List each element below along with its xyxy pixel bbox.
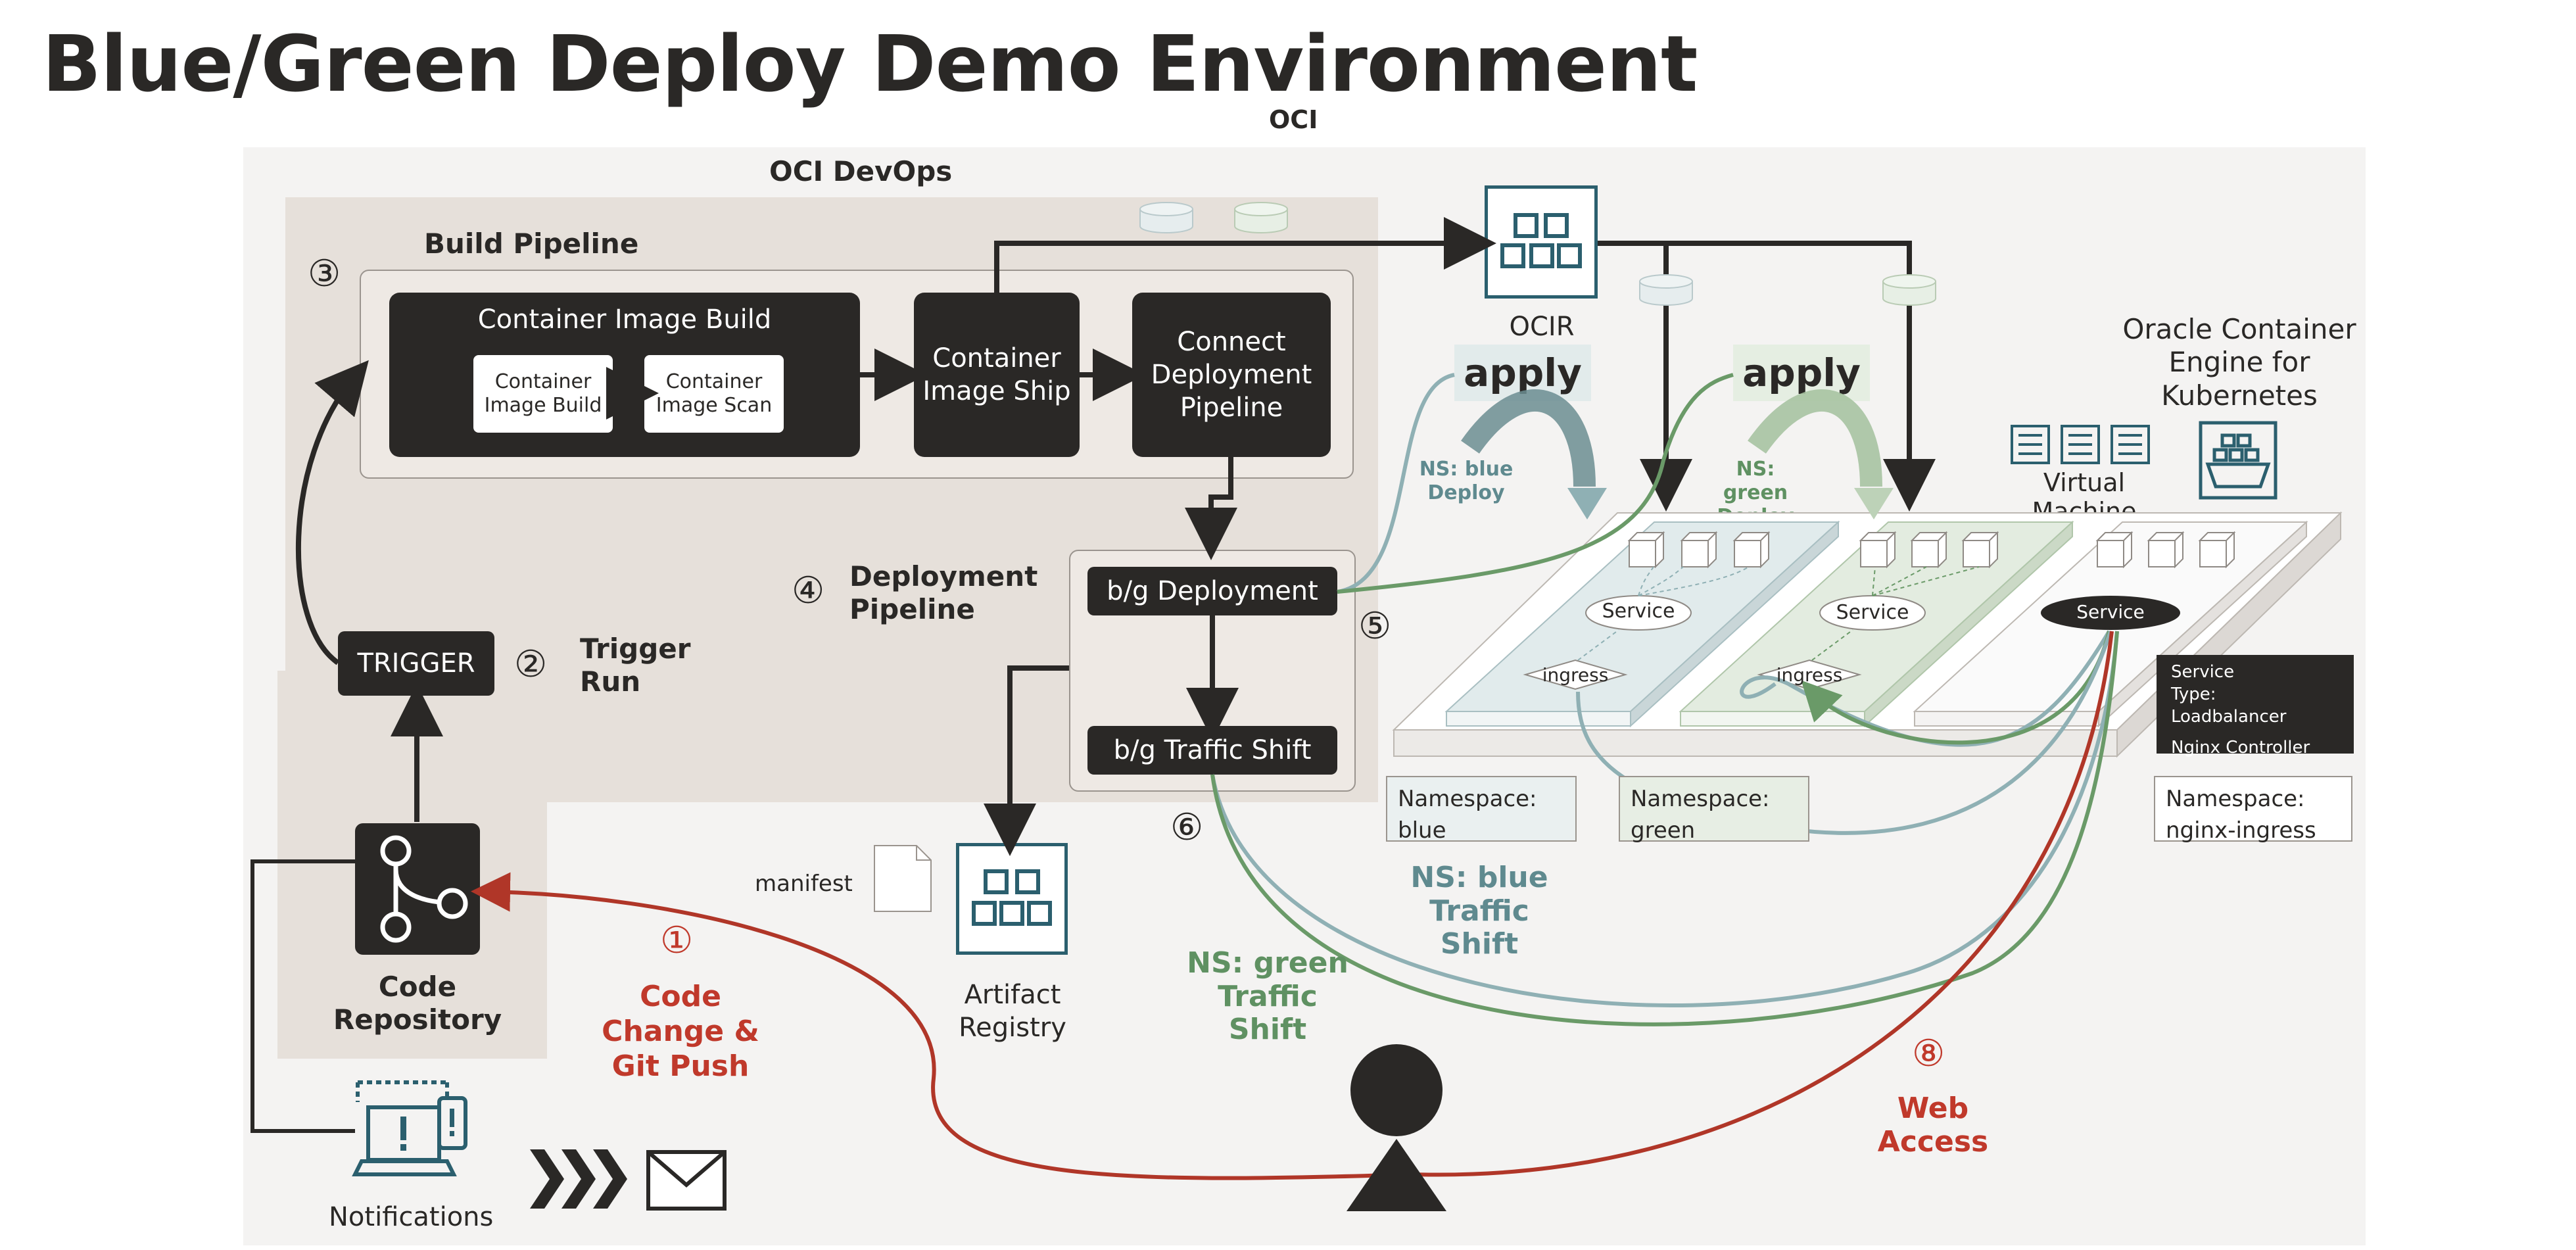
oke-icon [2199,421,2278,500]
nginx-service-info: Service Type: Loadbalancer Nginx Control… [2157,655,2354,757]
notifications-label: Notifications [329,1202,494,1232]
step-8-number: ⑧ [1912,1032,1945,1075]
bg-deployment-stage[interactable]: b/g Deployment [1087,567,1337,615]
code-change-label: Code Change & Git Push [602,980,759,1083]
step-3-number: ③ [308,252,341,295]
devops-label: OCI DevOps [769,155,953,187]
service-nginx-label: Service [2076,601,2145,623]
nginx-service-type: Service Type: Loadbalancer [2171,662,2287,727]
code-repository-label: Code Repository [333,971,502,1036]
trigger-run-label: Trigger Run [580,633,691,698]
sub-step-image-build: Container Image Build [473,355,613,433]
forward-chevrons-icon [530,1149,635,1209]
ingress-blue-label: ingress [1542,664,1609,686]
stage-title: Container Image Build [477,304,772,335]
nginx-controller-label: Nginx Controller [2171,738,2310,758]
code-repository-icon[interactable] [355,823,480,955]
virtual-machine-icons [2011,425,2155,464]
deployment-pipeline-label: Deployment Pipeline [849,560,1038,626]
oke-label: Oracle Container Engine for Kubernetes [2122,313,2356,412]
ns-green-traffic-shift-label: NS: green Traffic Shift [1187,946,1348,1047]
namespace-nginx-label: Namespace: nginx-ingress [2154,776,2352,844]
artifact-cylinders [1139,202,1936,306]
ocir-label: OCIR [1509,312,1575,342]
manifest-file-icon [873,844,932,913]
service-nginx-shape [2041,596,2180,630]
ingress-blue-shape [1523,659,1628,690]
ns-blue-deploy-label: NS: blue Deploy [1419,458,1514,504]
registry-blocks-icon [972,869,1052,926]
step-6-number: ⑥ [1170,806,1204,849]
namespace-green-label: Namespace: green [1619,776,1809,844]
step-1-number: ① [660,919,694,962]
connect-deployment-pipeline-stage[interactable]: Connect Deployment Pipeline [1132,293,1331,457]
artifact-registry-label: Artifact Registry [959,980,1066,1043]
ingress-green-label: ingress [1776,664,1843,686]
build-pipeline-label: Build Pipeline [424,228,639,260]
email-envelope-icon [646,1149,727,1211]
oci-label: OCI [1269,105,1318,134]
git-branch-icon [380,835,468,943]
registry-blocks-icon [1500,213,1582,268]
pod-cubes [1627,531,2236,569]
step-5-number: ⑤ [1358,605,1392,648]
service-blue-label: Service [1602,600,1675,623]
step-2-number: ② [514,643,548,686]
service-green-label: Service [1836,601,1909,624]
notifications-icon[interactable] [348,1076,473,1194]
ns-blue-traffic-shift-label: NS: blue Traffic Shift [1410,861,1548,961]
sub-step-image-scan: Container Image Scan [644,355,784,433]
laptop-alert-icon [352,1080,467,1176]
bg-traffic-shift-stage[interactable]: b/g Traffic Shift [1087,726,1337,775]
manifest-label: manifest [755,871,853,897]
namespace-blue-label: Namespace: blue [1386,776,1577,844]
apply-green-label: apply [1733,345,1870,401]
user-person-icon [1347,1044,1446,1211]
artifact-registry-icon[interactable] [956,843,1068,955]
web-access-label: Web Access [1877,1092,1989,1159]
container-image-ship-stage[interactable]: Container Image Ship [914,293,1080,457]
step-4-number: ④ [792,569,825,612]
page-title: Blue/Green Deploy Demo Environment [42,18,1698,109]
